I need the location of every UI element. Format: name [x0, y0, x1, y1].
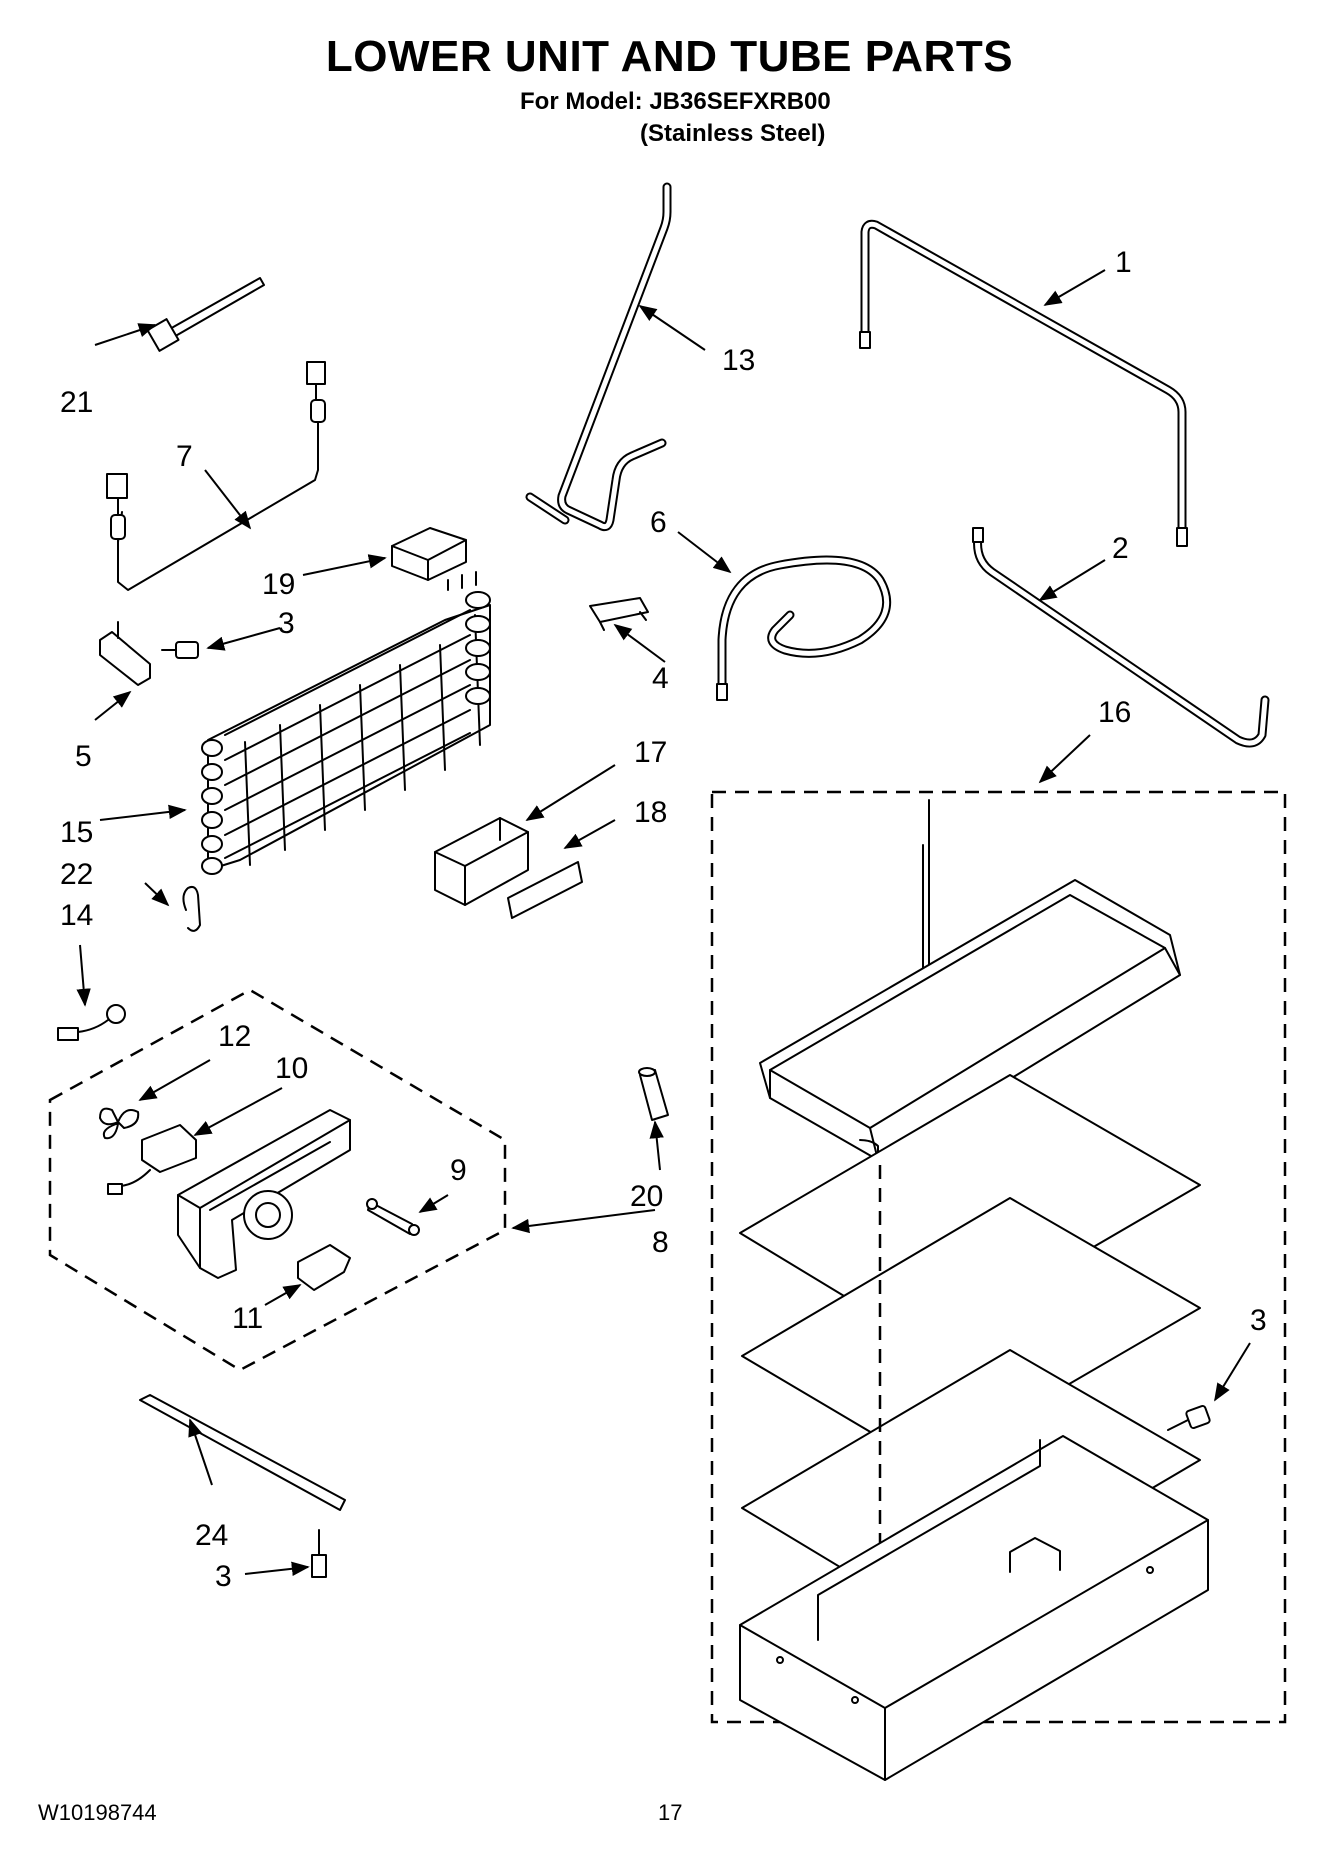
part-7-wire-harness — [106, 361, 326, 591]
callout-7: 7 — [176, 440, 193, 473]
part-13-tube — [525, 182, 672, 532]
document-number: W10198744 — [38, 1800, 157, 1825]
callout-4: 4 — [652, 662, 669, 695]
callout-3-lower: 3 — [215, 1560, 232, 1593]
part-8-group-outline — [48, 988, 507, 1372]
callout-13: 13 — [722, 344, 755, 377]
part-16-rods — [922, 799, 930, 986]
part-12-fan-blade — [99, 1107, 140, 1140]
callout-24: 24 — [195, 1519, 228, 1552]
part-15-evaporator — [201, 571, 491, 875]
page-title: LOWER UNIT AND TUBE PARTS — [325, 32, 1014, 81]
callout-16: 16 — [1098, 696, 1131, 729]
part-16-pan — [759, 879, 1181, 1161]
part-18-plate — [507, 861, 583, 919]
part-16-insulation-sheet-2 — [741, 1197, 1201, 1467]
variant-line: (Stainless Steel) — [640, 120, 826, 147]
callout-8: 8 — [652, 1226, 669, 1259]
callout-3-right: 3 — [1250, 1304, 1267, 1337]
callout-1: 1 — [1115, 246, 1132, 279]
part-14-sensor — [57, 1004, 126, 1041]
callout-2: 2 — [1112, 532, 1129, 565]
callout-22: 22 — [60, 858, 93, 891]
callout-10: 10 — [275, 1052, 308, 1085]
model-line: For Model: JB36SEFXRB00 — [520, 88, 831, 115]
callout-numbers: 1 2 3 4 5 6 7 8 9 10 11 12 13 14 15 16 1… — [60, 246, 1267, 1593]
part-11-bracket — [297, 1244, 351, 1291]
callout-15: 15 — [60, 816, 93, 849]
callout-18: 18 — [634, 796, 667, 829]
part-24-strip — [139, 1394, 346, 1511]
part-10-fan-motor — [107, 1124, 197, 1195]
part-19-pad — [391, 527, 467, 581]
part-20-sleeve — [638, 1067, 669, 1121]
part-2-tube — [972, 527, 1270, 748]
callout-11: 11 — [232, 1302, 263, 1335]
page-number: 17 — [658, 1800, 683, 1825]
leader-lines — [76, 269, 1251, 1576]
part-22-clip — [182, 885, 201, 932]
callout-14: 14 — [60, 899, 93, 932]
part-16-tray — [739, 1435, 1209, 1781]
part-17-bracket — [434, 817, 529, 906]
part-3-screw-upper — [161, 641, 199, 659]
callout-19: 19 — [262, 568, 295, 601]
callout-6: 6 — [650, 506, 667, 539]
part-1-tube — [859, 219, 1188, 547]
callout-17: 17 — [634, 736, 667, 769]
callout-5: 5 — [75, 740, 92, 773]
part-9-link — [366, 1198, 420, 1236]
callout-21: 21 — [60, 386, 93, 419]
callout-9: 9 — [450, 1154, 467, 1187]
part-4-clip — [589, 597, 649, 631]
part-16-group-outline — [710, 790, 1287, 1724]
callout-20: 20 — [630, 1180, 663, 1213]
fan-shroud — [177, 1109, 351, 1279]
callout-3-upper: 3 — [278, 607, 295, 640]
part-3-screw-lower — [311, 1529, 327, 1578]
part-3-screw-right — [1167, 1404, 1211, 1431]
part-6-tube — [716, 555, 892, 701]
part-21-cable-tie — [146, 277, 265, 352]
callout-12: 12 — [218, 1020, 251, 1053]
part-5-bracket — [99, 621, 151, 686]
